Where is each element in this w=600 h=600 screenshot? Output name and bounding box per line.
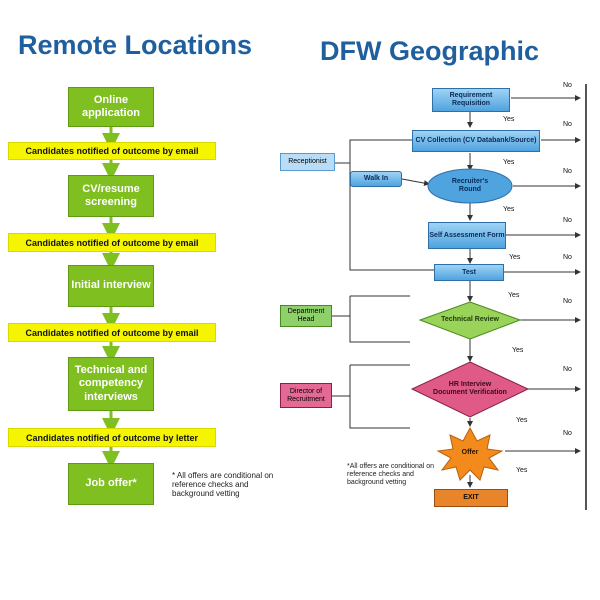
node-hr-interview: HR Interview Document Verification [433, 381, 507, 396]
node-recruiters-round: Recruiter's Round [451, 178, 489, 193]
yes-label: Yes [512, 347, 524, 354]
no-label: No [563, 430, 572, 437]
remote-footnote: * All offers are conditional on referenc… [172, 471, 274, 499]
no-label: No [563, 121, 572, 128]
role-department-head: Department Head [280, 305, 332, 327]
node-test: Test [434, 264, 504, 281]
yes-label: Yes [509, 254, 521, 261]
no-label: No [563, 217, 572, 224]
left-title: Remote Locations [18, 30, 253, 60]
node-offer: Offer [461, 449, 479, 457]
yes-label: Yes [508, 292, 520, 299]
notice-3: Candidates notified of outcome by email [8, 323, 216, 342]
yes-label: Yes [503, 159, 515, 166]
no-label: No [563, 82, 572, 89]
node-technical-review: Technical Review [441, 316, 499, 324]
yes-label: Yes [503, 116, 515, 123]
right-title: DFW Geographic [320, 36, 540, 66]
hr-interview-diamond [410, 361, 530, 418]
notice-2: Candidates notified of outcome by email [8, 233, 216, 252]
role-director: Director of Recruitment [280, 383, 332, 408]
node-self-assessment: Self Assessment Form [428, 222, 506, 249]
notice-1: Candidates notified of outcome by email [8, 142, 216, 160]
no-label: No [563, 366, 572, 373]
node-requirement-requisition: Requirement Requisition [432, 88, 510, 112]
step-technical-interviews: Technical and competency interviews [68, 357, 154, 411]
offer-burst [436, 426, 504, 481]
step-job-offer: Job offer* [68, 463, 154, 505]
node-exit: EXIT [434, 489, 508, 507]
no-label: No [563, 254, 572, 261]
yes-label: Yes [516, 417, 528, 424]
step-cv-screening: CV/resume screening [68, 175, 154, 217]
no-label: No [563, 298, 572, 305]
recruiters-round-ellipse [427, 168, 513, 204]
node-cv-collection: CV Collection (CV Databank/Source) [412, 130, 540, 152]
step-online-application: Online application [68, 87, 154, 127]
technical-review-diamond [418, 301, 522, 340]
yes-label: Yes [503, 206, 515, 213]
node-walk-in: Walk In [350, 171, 402, 187]
no-label: No [563, 168, 572, 175]
role-receptionist: Receptionist [280, 153, 335, 171]
step-initial-interview: Initial interview [68, 265, 154, 307]
dfw-footnote: *All offers are conditional on reference… [347, 463, 435, 487]
yes-label: Yes [516, 467, 528, 474]
notice-4: Candidates notified of outcome by letter [8, 428, 216, 447]
